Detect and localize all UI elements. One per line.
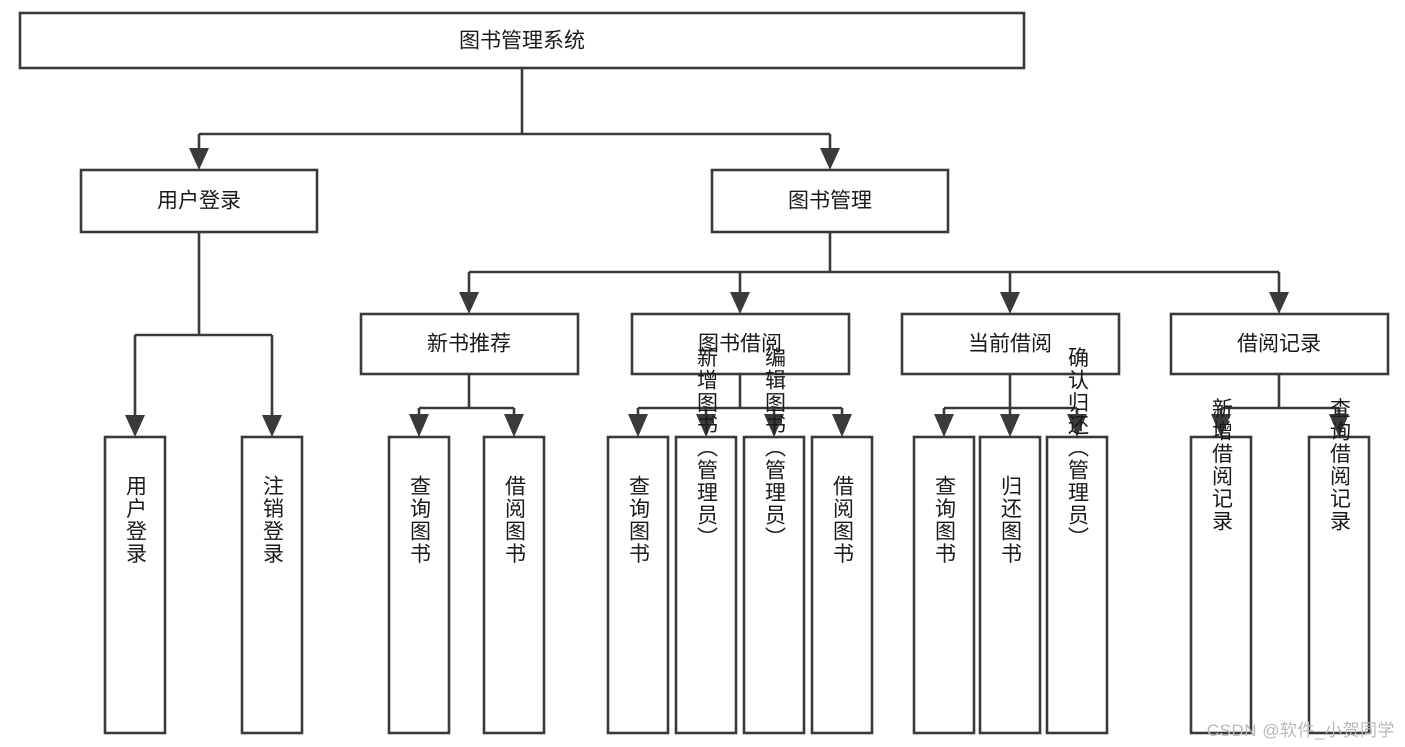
node-leaf-book-borrow-1[interactable]: 查询图书 <box>606 435 670 735</box>
node-leaf-user-login-1[interactable]: 用户登录 <box>103 435 167 735</box>
arrowhead-userlogin <box>189 148 209 170</box>
node-borrow-record-label: 借阅记录 <box>1237 333 1321 356</box>
arrowhead-bb-l1 <box>628 414 648 437</box>
node-leaf-current-borrow-2-label: 归还图书 <box>999 475 1023 565</box>
node-leaf-current-borrow-1-box[interactable] <box>912 435 976 735</box>
node-leaf-book-borrow-4-box[interactable] <box>810 435 874 735</box>
node-current-borrow-box[interactable] <box>900 312 1121 376</box>
arrowhead-cb-l2 <box>1000 414 1020 437</box>
node-leaf-borrow-record-1[interactable]: 新增借阅记录 <box>1189 398 1253 735</box>
arrowhead-newbook-l2 <box>504 414 524 437</box>
node-leaf-borrow-record-1-label: 新增借阅记录 <box>1210 398 1234 533</box>
node-leaf-borrow-record-2[interactable]: 查询借阅记录 <box>1307 398 1371 735</box>
node-leaf-user-login-1-box[interactable] <box>103 435 167 735</box>
node-leaf-book-borrow-1-box[interactable] <box>606 435 670 735</box>
node-user-login-box[interactable] <box>79 168 319 234</box>
node-leaf-book-borrow-3-box[interactable] <box>742 435 806 735</box>
node-leaf-book-borrow-1-label: 查询图书 <box>627 475 651 565</box>
arrowhead-currentborrow <box>1000 292 1020 314</box>
node-book-manage[interactable]: 图书管理 <box>710 168 950 234</box>
node-leaf-new-book-rec-2-label: 借阅图书 <box>503 475 527 565</box>
node-new-book-rec-box[interactable] <box>359 312 580 376</box>
arrowhead-cb-l3 <box>1067 414 1087 437</box>
node-leaf-current-borrow-1-label: 查询图书 <box>933 475 957 565</box>
arrowhead-bb-l3 <box>764 414 784 437</box>
node-new-book-rec[interactable]: 新书推荐 <box>359 312 580 376</box>
node-root-box[interactable] <box>18 11 1026 70</box>
node-new-book-rec-label: 新书推荐 <box>427 333 511 356</box>
arrowhead-cb-l1 <box>934 414 954 437</box>
node-root-label: 图书管理系统 <box>459 30 585 53</box>
node-leaf-new-book-rec-1[interactable]: 查询图书 <box>387 435 451 735</box>
node-user-login[interactable]: 用户登录 <box>79 168 319 234</box>
node-leaf-new-book-rec-1-label: 查询图书 <box>408 475 432 565</box>
node-leaf-book-borrow-2-label: 新增图书（管理员） <box>695 347 719 550</box>
node-leaf-borrow-record-2-box[interactable] <box>1307 435 1371 735</box>
node-leaf-book-borrow-2[interactable]: 新增图书（管理员） <box>674 347 738 735</box>
node-book-manage-label: 图书管理 <box>788 190 872 213</box>
node-leaf-user-login-2-label: 注销登录 <box>261 475 285 565</box>
node-leaf-current-borrow-3-box[interactable] <box>1045 435 1109 735</box>
arrowhead-newbook-l1 <box>409 414 429 437</box>
arrowhead-bb-l2 <box>696 414 716 437</box>
arrowhead-br-l1 <box>1211 414 1231 437</box>
node-leaf-current-borrow-1[interactable]: 查询图书 <box>912 435 976 735</box>
node-leaf-user-login-2-box[interactable] <box>240 435 304 735</box>
node-leaf-user-login-1-label: 用户登录 <box>124 475 148 565</box>
node-leaf-book-borrow-4[interactable]: 借阅图书 <box>810 435 874 735</box>
node-leaf-current-borrow-2[interactable]: 归还图书 <box>978 435 1042 735</box>
node-leaf-borrow-record-2-label: 查询借阅记录 <box>1328 398 1352 533</box>
node-current-borrow-label: 当前借阅 <box>968 333 1052 356</box>
arrowhead-userlogin-l2 <box>262 415 282 437</box>
node-borrow-record[interactable]: 借阅记录 <box>1169 312 1390 376</box>
node-book-manage-box[interactable] <box>710 168 950 234</box>
node-user-login-label: 用户登录 <box>157 190 241 213</box>
node-book-borrow-box[interactable] <box>630 312 851 376</box>
arrowhead-userlogin-l1 <box>125 415 145 437</box>
node-leaf-user-login-2[interactable]: 注销登录 <box>240 435 304 735</box>
node-leaf-current-borrow-2-box[interactable] <box>978 435 1042 735</box>
node-leaf-borrow-record-1-box[interactable] <box>1189 435 1253 735</box>
node-leaf-new-book-rec-1-box[interactable] <box>387 435 451 735</box>
arrowhead-borrowrecord <box>1269 292 1289 314</box>
arrowhead-bb-l4 <box>832 414 852 437</box>
node-leaf-new-book-rec-2-box[interactable] <box>482 435 546 735</box>
arrowhead-bookborrow <box>730 292 750 314</box>
node-book-borrow-label: 图书借阅 <box>698 333 782 356</box>
node-leaf-book-borrow-3[interactable]: 编辑图书（管理员） <box>742 347 806 735</box>
node-root[interactable]: 图书管理系统 <box>18 11 1026 70</box>
node-leaf-current-borrow-3[interactable]: 确认归还（管理员） <box>1045 347 1109 735</box>
node-leaf-book-borrow-2-box[interactable] <box>674 435 738 735</box>
connector-layer <box>125 68 1349 437</box>
node-leaf-current-borrow-3-label: 确认归还（管理员） <box>1066 347 1090 550</box>
node-book-borrow[interactable]: 图书借阅 <box>630 312 851 376</box>
node-leaf-book-borrow-3-label: 编辑图书（管理员） <box>763 347 787 550</box>
node-leaf-new-book-rec-2[interactable]: 借阅图书 <box>482 435 546 735</box>
arrowhead-newbook <box>459 292 479 314</box>
node-current-borrow[interactable]: 当前借阅 <box>900 312 1121 376</box>
node-leaf-book-borrow-4-label: 借阅图书 <box>831 475 855 565</box>
node-borrow-record-box[interactable] <box>1169 312 1390 376</box>
arrowhead-br-l2 <box>1329 414 1349 437</box>
arrowhead-bookmanage <box>820 148 840 170</box>
